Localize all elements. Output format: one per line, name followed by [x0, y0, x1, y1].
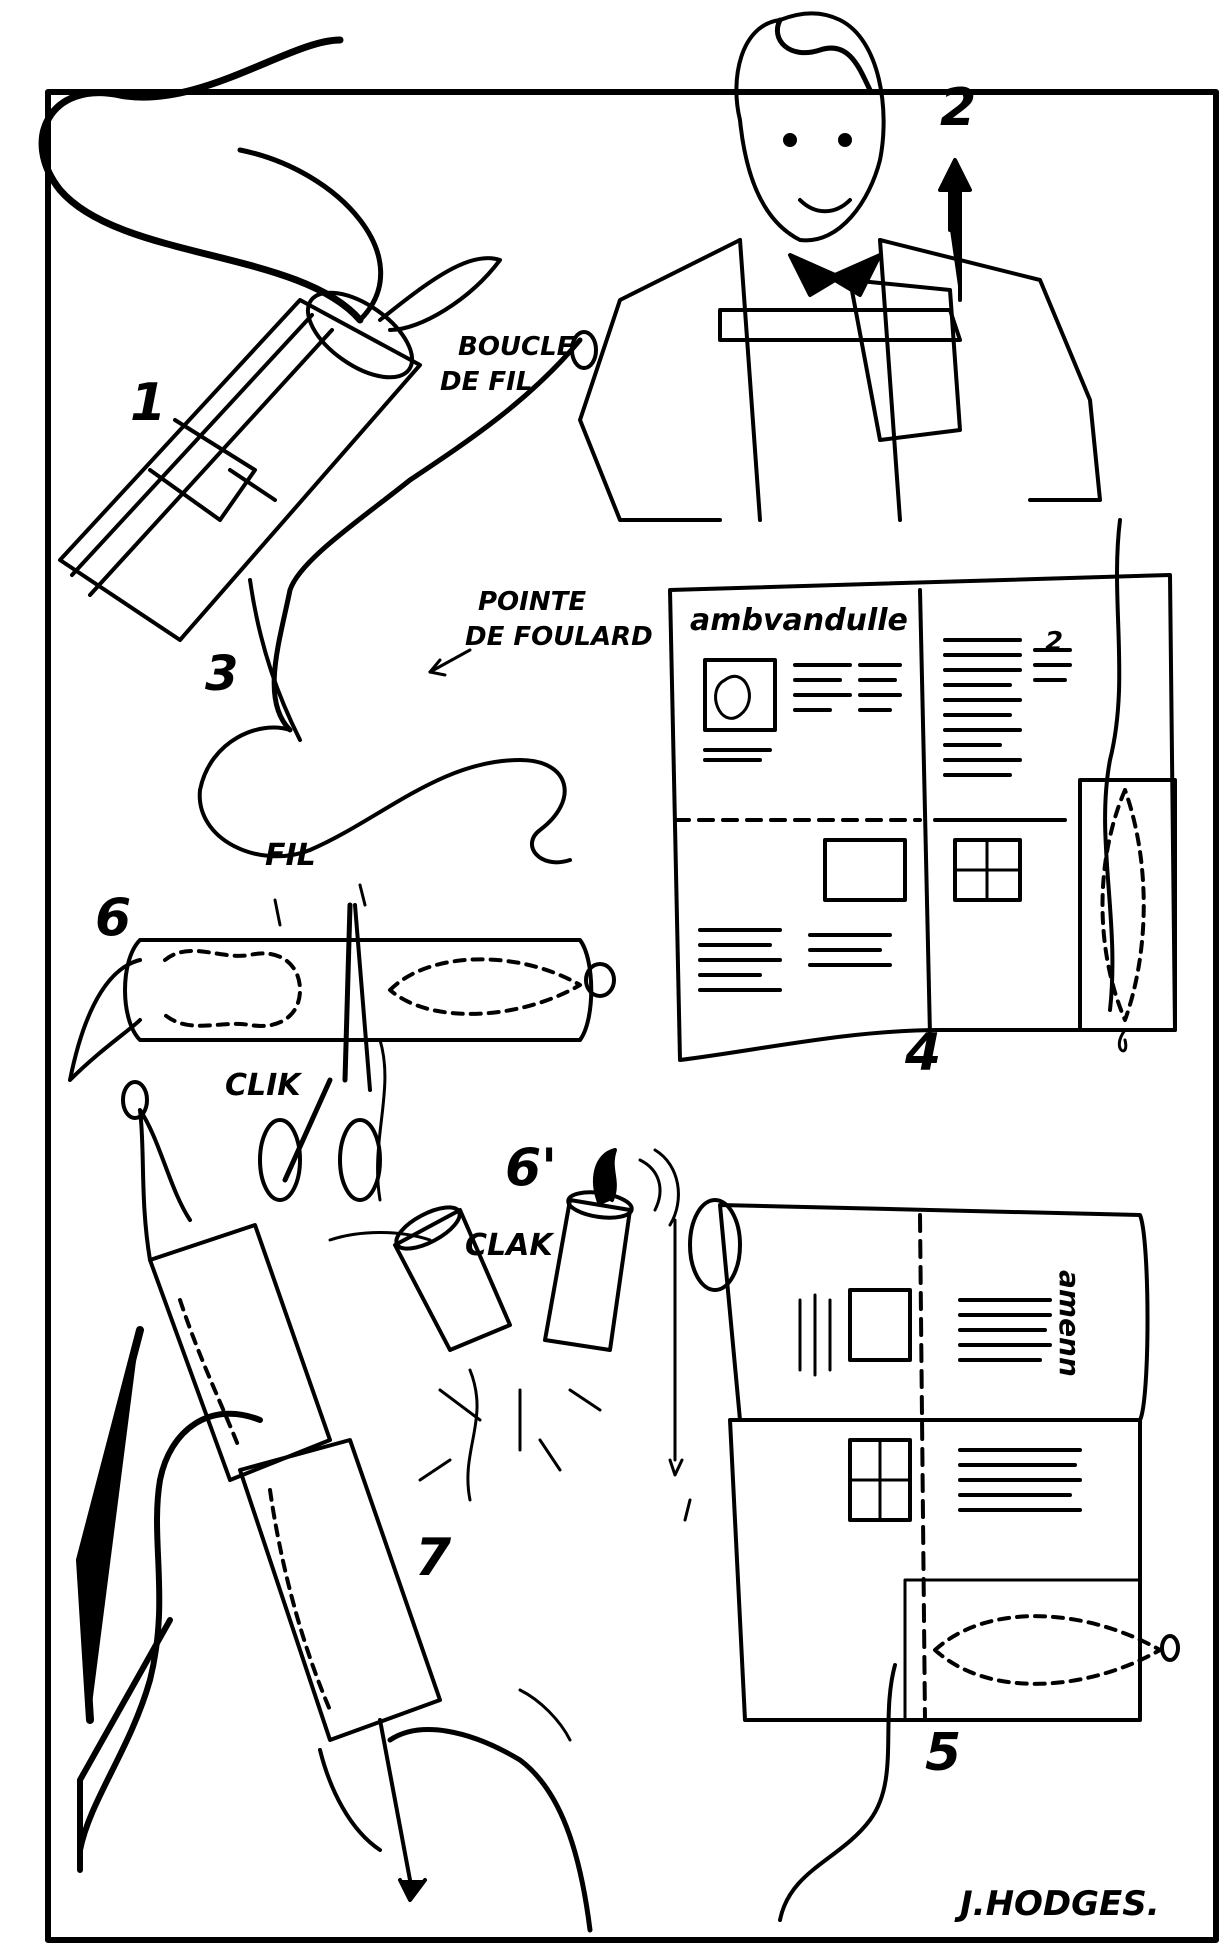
step-number-2: 2 — [940, 78, 976, 138]
step-number-5: 5 — [925, 1723, 961, 1783]
step6-cutting-drawing — [68, 883, 616, 1202]
label-clak: CLAK — [465, 1228, 555, 1263]
step-number-3: 3 — [205, 646, 238, 702]
artist-signature: J.HODGES. — [954, 1884, 1160, 1924]
label-fil: FIL — [265, 838, 316, 873]
newspaper-masthead-page4: ambvandulle — [690, 603, 908, 638]
step2-magician-drawing — [578, 11, 1122, 1012]
label-boucle-line2: DE FIL — [440, 367, 532, 397]
step-number-7: 7 — [415, 1528, 452, 1588]
label-pointe-line1: POINTE — [478, 587, 586, 617]
step-number-6-prime: 6' — [505, 1138, 557, 1198]
label-clik: CLIK — [225, 1068, 303, 1103]
step1-tube-drawing — [38, 36, 502, 642]
step6b-pieces-drawing — [328, 1148, 680, 1502]
step7-hands-drawing — [76, 1080, 593, 1933]
step-number-4: 4 — [904, 1023, 941, 1083]
step-number-6: 6 — [95, 888, 131, 948]
newspaper-masthead-page5: amenn — [1053, 1270, 1086, 1377]
label-pointe-line2: DE FOULARD — [465, 622, 653, 652]
step-number-1: 1 — [130, 373, 166, 433]
step5-rolling-drawing — [668, 1198, 1180, 1922]
panel-frame — [45, 89, 1219, 1943]
step3-thread-drawing — [197, 330, 598, 865]
newspaper-column-marker: 2 — [1045, 627, 1063, 657]
step4-newspaper-drawing — [668, 573, 1177, 1062]
label-boucle-line1: BOUCLE — [458, 332, 575, 362]
